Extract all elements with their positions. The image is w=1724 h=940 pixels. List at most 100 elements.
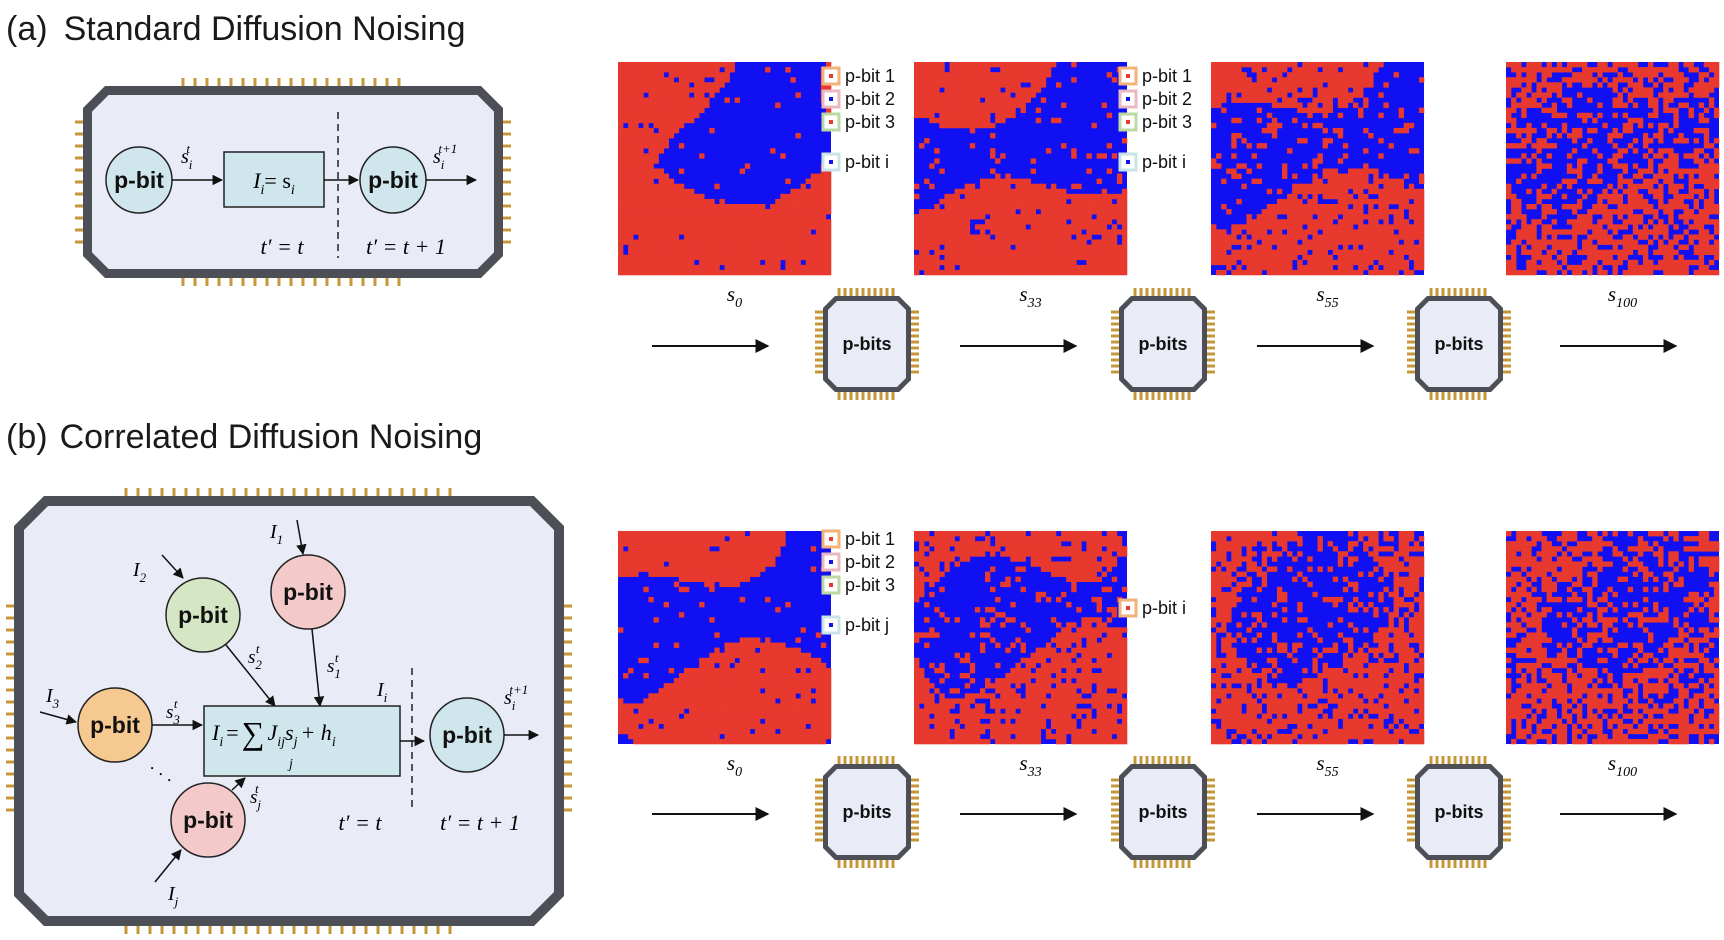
spin-up-cell bbox=[810, 269, 817, 276]
spin-up-cell bbox=[658, 92, 664, 98]
spin-up-cell bbox=[964, 87, 971, 93]
chip-pin bbox=[256, 926, 260, 934]
spin-up-cell bbox=[714, 209, 720, 215]
spin-up-cell bbox=[754, 536, 761, 542]
spin-up-cell bbox=[618, 239, 624, 245]
spin-up-cell bbox=[648, 188, 654, 195]
spin-up-cell bbox=[1317, 92, 1323, 98]
spin-up-cell bbox=[724, 688, 730, 694]
spin-up-cell bbox=[1000, 178, 1006, 185]
spin-up-cell bbox=[1536, 188, 1542, 195]
spin-up-cell bbox=[633, 117, 639, 124]
spin-up-cell bbox=[709, 576, 715, 583]
spin-up-cell bbox=[1287, 219, 1293, 225]
spin-up-cell bbox=[699, 269, 705, 276]
spin-up-cell bbox=[800, 269, 806, 276]
chip-pin bbox=[75, 240, 83, 244]
spin-up-cell bbox=[668, 198, 675, 205]
spin-up-cell bbox=[1653, 188, 1659, 195]
spin-up-cell bbox=[648, 117, 654, 124]
spin-up-cell bbox=[643, 209, 649, 215]
spin-up-cell bbox=[1045, 209, 1052, 215]
spin-up-cell bbox=[699, 153, 705, 159]
spin-up-cell bbox=[1693, 269, 1700, 276]
chip-pin bbox=[564, 652, 572, 656]
spin-up-cell bbox=[1602, 214, 1608, 220]
spin-up-cell bbox=[683, 112, 690, 119]
spin-up-cell bbox=[739, 688, 746, 694]
spin-up-cell bbox=[795, 204, 801, 210]
spin-up-cell bbox=[795, 193, 801, 200]
spin-up-cell bbox=[663, 214, 670, 220]
spin-up-cell bbox=[959, 107, 966, 114]
spin-up-cell bbox=[919, 107, 925, 114]
spin-up-cell bbox=[673, 102, 680, 108]
spin-up-cell bbox=[1282, 82, 1288, 88]
spin-up-cell bbox=[1332, 269, 1339, 276]
spin-up-cell bbox=[719, 254, 725, 261]
spin-up-cell bbox=[673, 698, 680, 704]
spin-up-cell bbox=[1256, 229, 1263, 235]
spin-up-cell bbox=[623, 571, 629, 577]
spin-up-cell bbox=[1231, 92, 1237, 98]
spin-up-cell bbox=[964, 102, 971, 108]
spin-up-cell bbox=[1653, 133, 1659, 139]
spin-up-cell bbox=[1418, 107, 1425, 114]
spin-up-cell bbox=[944, 229, 950, 235]
spin-up-cell bbox=[1358, 269, 1364, 276]
chip-pin bbox=[1407, 370, 1415, 374]
spin-up-cell bbox=[744, 546, 751, 552]
spin-up-cell bbox=[1347, 269, 1354, 276]
spin-up-cell bbox=[1378, 254, 1384, 261]
spin-up-cell bbox=[775, 264, 781, 271]
spin-up-cell bbox=[954, 214, 960, 220]
spin-up-cell bbox=[934, 249, 940, 256]
spin-up-cell bbox=[760, 657, 766, 664]
spin-up-cell bbox=[974, 62, 981, 68]
spin-up-cell bbox=[1612, 249, 1618, 256]
spin-up-cell bbox=[1030, 77, 1037, 83]
spin-up-cell bbox=[1000, 269, 1006, 276]
spin-up-cell bbox=[1292, 183, 1298, 190]
spin-up-cell bbox=[643, 143, 649, 149]
spin-up-cell bbox=[1668, 249, 1674, 256]
spin-up-cell bbox=[944, 259, 950, 266]
spin-up-cell bbox=[1287, 269, 1293, 276]
spin-up-cell bbox=[1276, 229, 1283, 235]
spin-up-cell bbox=[1531, 77, 1537, 83]
spin-up-cell bbox=[1005, 82, 1011, 88]
spin-up-cell bbox=[1627, 183, 1634, 190]
spin-up-cell bbox=[1111, 229, 1118, 235]
spin-up-cell bbox=[1663, 148, 1669, 154]
spin-up-cell bbox=[1347, 249, 1354, 256]
spin-up-cell bbox=[1307, 82, 1313, 88]
spin-up-cell bbox=[929, 269, 935, 276]
spin-up-cell bbox=[658, 234, 664, 240]
spin-up-cell bbox=[919, 209, 925, 215]
chip-pin bbox=[1175, 288, 1179, 296]
spin-up-cell bbox=[790, 214, 796, 220]
spin-up-cell bbox=[1658, 198, 1664, 205]
spin-up-cell bbox=[795, 92, 801, 98]
spin-up-cell bbox=[1363, 239, 1369, 245]
spin-up-cell bbox=[1050, 204, 1057, 210]
spin-up-cell bbox=[1266, 77, 1273, 83]
spin-up-cell bbox=[1010, 102, 1016, 108]
spin-up-cell bbox=[1582, 143, 1588, 149]
chip-pin bbox=[1503, 322, 1511, 326]
spin-up-cell bbox=[959, 219, 966, 225]
spin-up-cell bbox=[643, 214, 649, 220]
spin-up-cell bbox=[1627, 209, 1634, 215]
spin-up-cell bbox=[1251, 239, 1257, 245]
spin-up-cell bbox=[1693, 148, 1700, 154]
spin-up-cell bbox=[1566, 178, 1573, 185]
spin-up-cell bbox=[924, 77, 930, 83]
spin-up-cell bbox=[628, 97, 634, 103]
spin-up-cell bbox=[810, 178, 817, 185]
chip-pin bbox=[911, 358, 919, 362]
spin-up-cell bbox=[1256, 214, 1263, 220]
spin-up-cell bbox=[638, 133, 644, 139]
spin-up-cell bbox=[1408, 229, 1415, 235]
spin-up-cell bbox=[919, 143, 925, 149]
spin-up-cell bbox=[618, 107, 624, 114]
